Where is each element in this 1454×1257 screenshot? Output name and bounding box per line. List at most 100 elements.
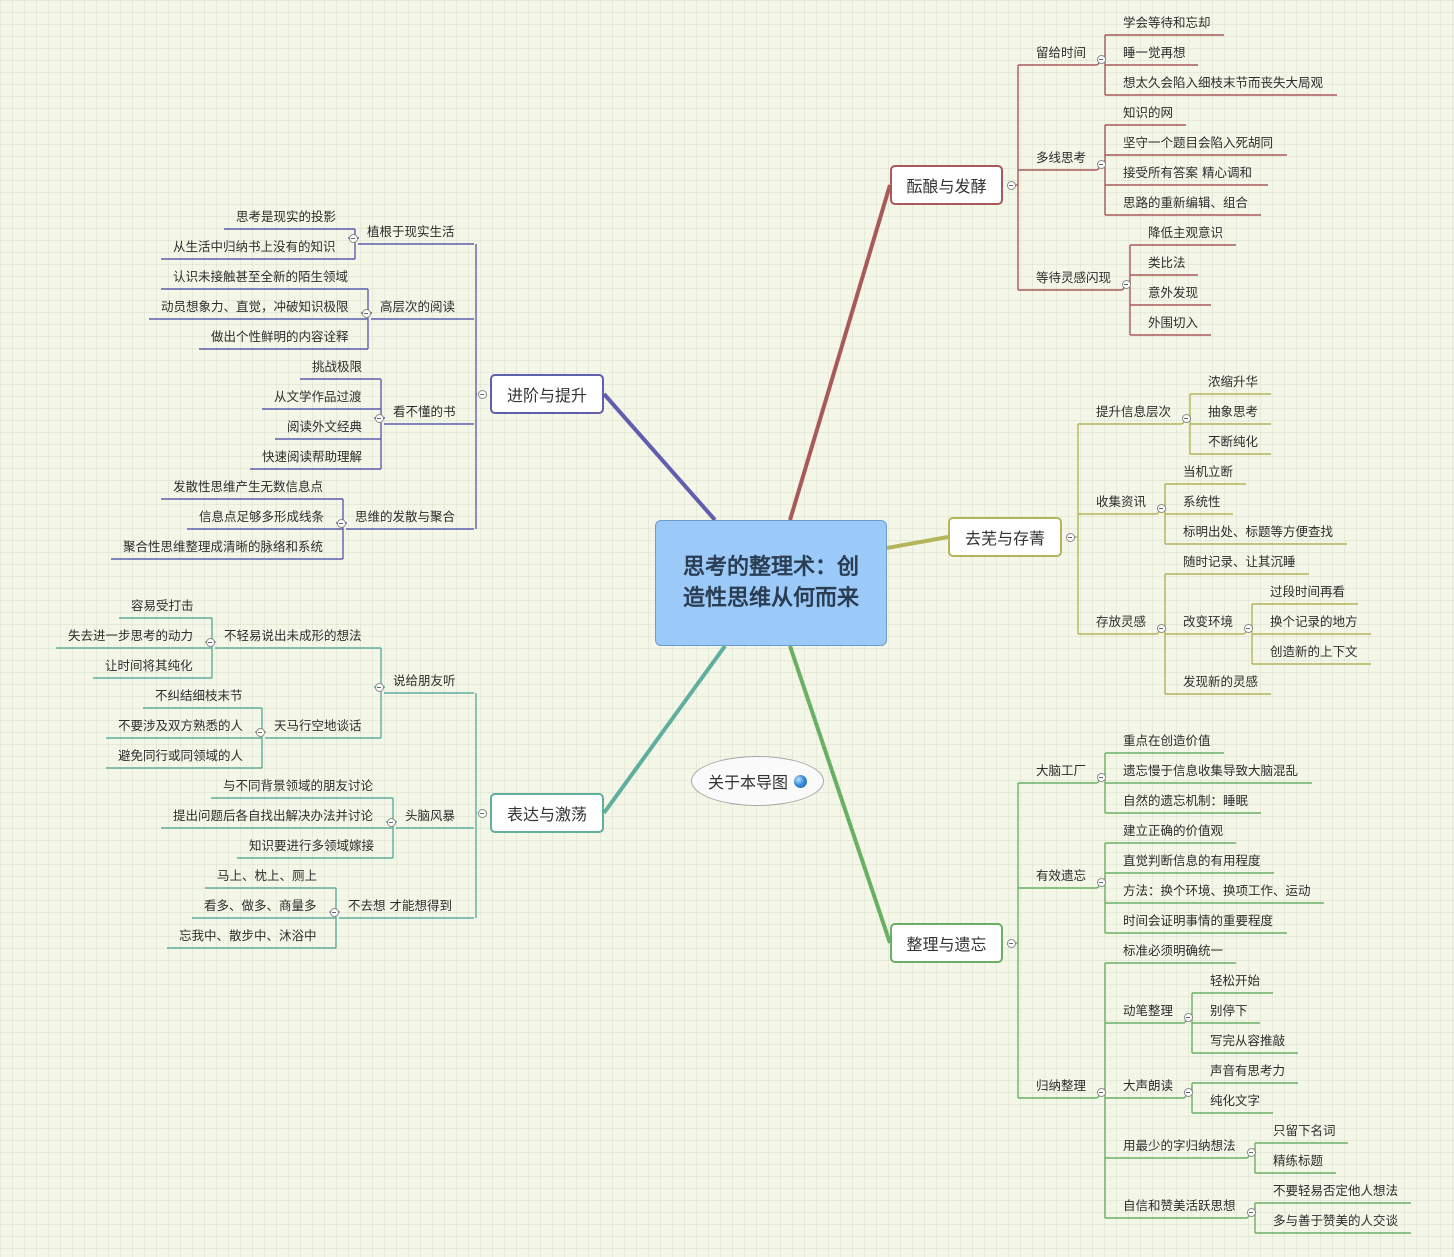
topic-label[interactable]: 多线思考 (1036, 150, 1087, 165)
collapse-toggle-icon[interactable] (1065, 532, 1075, 542)
topic-label[interactable]: 用最少的字归纳想法 (1123, 1138, 1236, 1153)
topic-label[interactable]: 时间会证明事情的重要程度 (1123, 913, 1274, 928)
collapse-toggle-icon[interactable] (477, 808, 487, 818)
topic-label[interactable]: 大脑工厂 (1036, 763, 1087, 778)
topic-label[interactable]: 写完从容推敲 (1210, 1033, 1286, 1048)
topic-label[interactable]: 精练标题 (1273, 1153, 1324, 1168)
topic-label[interactable]: 说给朋友听 (393, 673, 456, 688)
collapse-toggle-icon[interactable] (1243, 623, 1253, 633)
topic-label[interactable]: 创造新的上下文 (1270, 644, 1358, 659)
topic-label[interactable]: 不断纯化 (1208, 434, 1259, 449)
topic-label[interactable]: 挑战极限 (312, 359, 363, 374)
collapse-toggle-icon[interactable] (1096, 877, 1106, 887)
main-topic[interactable]: 整理与遗忘 (890, 923, 1003, 963)
topic-label[interactable]: 浓缩升华 (1208, 374, 1259, 389)
topic-label[interactable]: 轻松开始 (1210, 973, 1261, 988)
topic-label[interactable]: 自然的遗忘机制：睡眠 (1123, 793, 1249, 808)
topic-label[interactable]: 归纳整理 (1036, 1078, 1087, 1093)
collapse-toggle-icon[interactable] (1096, 54, 1106, 64)
topic-label[interactable]: 让时间将其纯化 (105, 658, 193, 673)
collapse-toggle-icon[interactable] (336, 518, 346, 528)
topic-label[interactable]: 认识未接触甚至全新的陌生领域 (173, 269, 349, 284)
topic-label[interactable]: 重点在创造价值 (1123, 733, 1211, 748)
collapse-toggle-icon[interactable] (1156, 623, 1166, 633)
topic-label[interactable]: 大声朗读 (1123, 1078, 1174, 1093)
collapse-toggle-icon[interactable] (348, 233, 358, 243)
topic-label[interactable]: 不纠结细枝末节 (155, 688, 243, 703)
topic-label[interactable]: 不去想 才能想得到 (348, 898, 452, 913)
topic-label[interactable]: 动笔整理 (1123, 1003, 1174, 1018)
collapse-toggle-icon[interactable] (1096, 1087, 1106, 1097)
topic-label[interactable]: 马上、枕上、厕上 (217, 868, 318, 883)
topic-label[interactable]: 发散性思维产生无数信息点 (173, 479, 324, 494)
topic-label[interactable]: 声音有思考力 (1210, 1063, 1286, 1078)
topic-label[interactable]: 发现新的灵感 (1183, 674, 1259, 689)
main-topic[interactable]: 酝酿与发酵 (890, 165, 1003, 205)
topic-label[interactable]: 纯化文字 (1210, 1093, 1261, 1108)
collapse-toggle-icon[interactable] (255, 727, 265, 737)
collapse-toggle-icon[interactable] (1246, 1147, 1256, 1157)
topic-label[interactable]: 学会等待和忘却 (1123, 15, 1211, 30)
topic-label[interactable]: 思路的重新编辑、组合 (1123, 195, 1249, 210)
collapse-toggle-icon[interactable] (1096, 159, 1106, 169)
central-topic[interactable]: 思考的整理术：创造性思维从何而来 (655, 520, 887, 646)
topic-label[interactable]: 建立正确的价值观 (1123, 823, 1224, 838)
topic-label[interactable]: 只留下名词 (1273, 1123, 1336, 1138)
topic-label[interactable]: 自信和赞美活跃思想 (1123, 1198, 1236, 1213)
topic-label[interactable]: 信息点足够多形成线条 (199, 509, 325, 524)
collapse-toggle-icon[interactable] (1246, 1207, 1256, 1217)
collapse-toggle-icon[interactable] (1096, 772, 1106, 782)
topic-label[interactable]: 天马行空地谈话 (274, 718, 362, 733)
topic-label[interactable]: 等待灵感闪现 (1036, 270, 1112, 285)
topic-label[interactable]: 接受所有答案 精心调和 (1123, 165, 1252, 180)
topic-label[interactable]: 聚合性思维整理成清晰的脉络和系统 (123, 539, 324, 554)
topic-label[interactable]: 类比法 (1148, 255, 1186, 270)
topic-label[interactable]: 系统性 (1183, 494, 1221, 509)
collapse-toggle-icon[interactable] (361, 308, 371, 318)
topic-label[interactable]: 随时记录、让其沉睡 (1183, 554, 1296, 569)
collapse-toggle-icon[interactable] (477, 389, 487, 399)
topic-label[interactable]: 换个记录的地方 (1270, 614, 1358, 629)
topic-label[interactable]: 头脑风暴 (405, 808, 456, 823)
topic-label[interactable]: 坚守一个题目会陷入死胡同 (1123, 135, 1274, 150)
topic-label[interactable]: 睡一觉再想 (1123, 45, 1186, 60)
topic-label[interactable]: 从文学作品过渡 (274, 389, 362, 404)
topic-label[interactable]: 遗忘慢于信息收集导致大脑混乱 (1123, 763, 1299, 778)
topic-label[interactable]: 改变环境 (1183, 614, 1234, 629)
collapse-toggle-icon[interactable] (1183, 1087, 1193, 1097)
collapse-toggle-icon[interactable] (386, 817, 396, 827)
topic-label[interactable]: 有效遗忘 (1036, 868, 1087, 883)
topic-label[interactable]: 从生活中归纳书上没有的知识 (173, 239, 336, 254)
collapse-toggle-icon[interactable] (1181, 413, 1191, 423)
collapse-toggle-icon[interactable] (1121, 279, 1131, 289)
topic-label[interactable]: 意外发现 (1148, 285, 1199, 300)
topic-label[interactable]: 降低主观意识 (1148, 225, 1224, 240)
topic-label[interactable]: 提升信息层次 (1096, 404, 1172, 419)
topic-label[interactable]: 失去进一步思考的动力 (68, 628, 194, 643)
topic-label[interactable]: 留给时间 (1036, 45, 1087, 60)
topic-label[interactable]: 标准必须明确统一 (1123, 943, 1224, 958)
topic-label[interactable]: 阅读外文经典 (287, 419, 363, 434)
collapse-toggle-icon[interactable] (1156, 503, 1166, 513)
topic-label[interactable]: 想太久会陷入细枝末节而丧失大局观 (1123, 75, 1324, 90)
topic-label[interactable]: 抽象思考 (1208, 404, 1259, 419)
topic-label[interactable]: 知识要进行多领域嫁接 (249, 838, 375, 853)
collapse-toggle-icon[interactable] (1183, 1012, 1193, 1022)
topic-label[interactable]: 动员想象力、直觉，冲破知识极限 (161, 299, 349, 314)
collapse-toggle-icon[interactable] (374, 413, 384, 423)
collapse-toggle-icon[interactable] (1006, 938, 1016, 948)
topic-label[interactable]: 外围切入 (1148, 315, 1199, 330)
topic-label[interactable]: 不要轻易否定他人想法 (1273, 1183, 1399, 1198)
topic-label[interactable]: 方法：换个环境、换项工作、运动 (1123, 883, 1311, 898)
about-map-node[interactable]: 关于本导图 (691, 756, 824, 806)
topic-label[interactable]: 看多、做多、商量多 (204, 898, 317, 913)
collapse-toggle-icon[interactable] (329, 907, 339, 917)
topic-label[interactable]: 忘我中、散步中、沐浴中 (179, 928, 317, 943)
topic-label[interactable]: 高层次的阅读 (380, 299, 456, 314)
topic-label[interactable]: 存放灵感 (1096, 614, 1147, 629)
topic-label[interactable]: 思考是现实的投影 (236, 209, 337, 224)
topic-label[interactable]: 看不懂的书 (393, 404, 456, 419)
collapse-toggle-icon[interactable] (205, 637, 215, 647)
collapse-toggle-icon[interactable] (374, 682, 384, 692)
topic-label[interactable]: 快速阅读帮助理解 (262, 449, 363, 464)
